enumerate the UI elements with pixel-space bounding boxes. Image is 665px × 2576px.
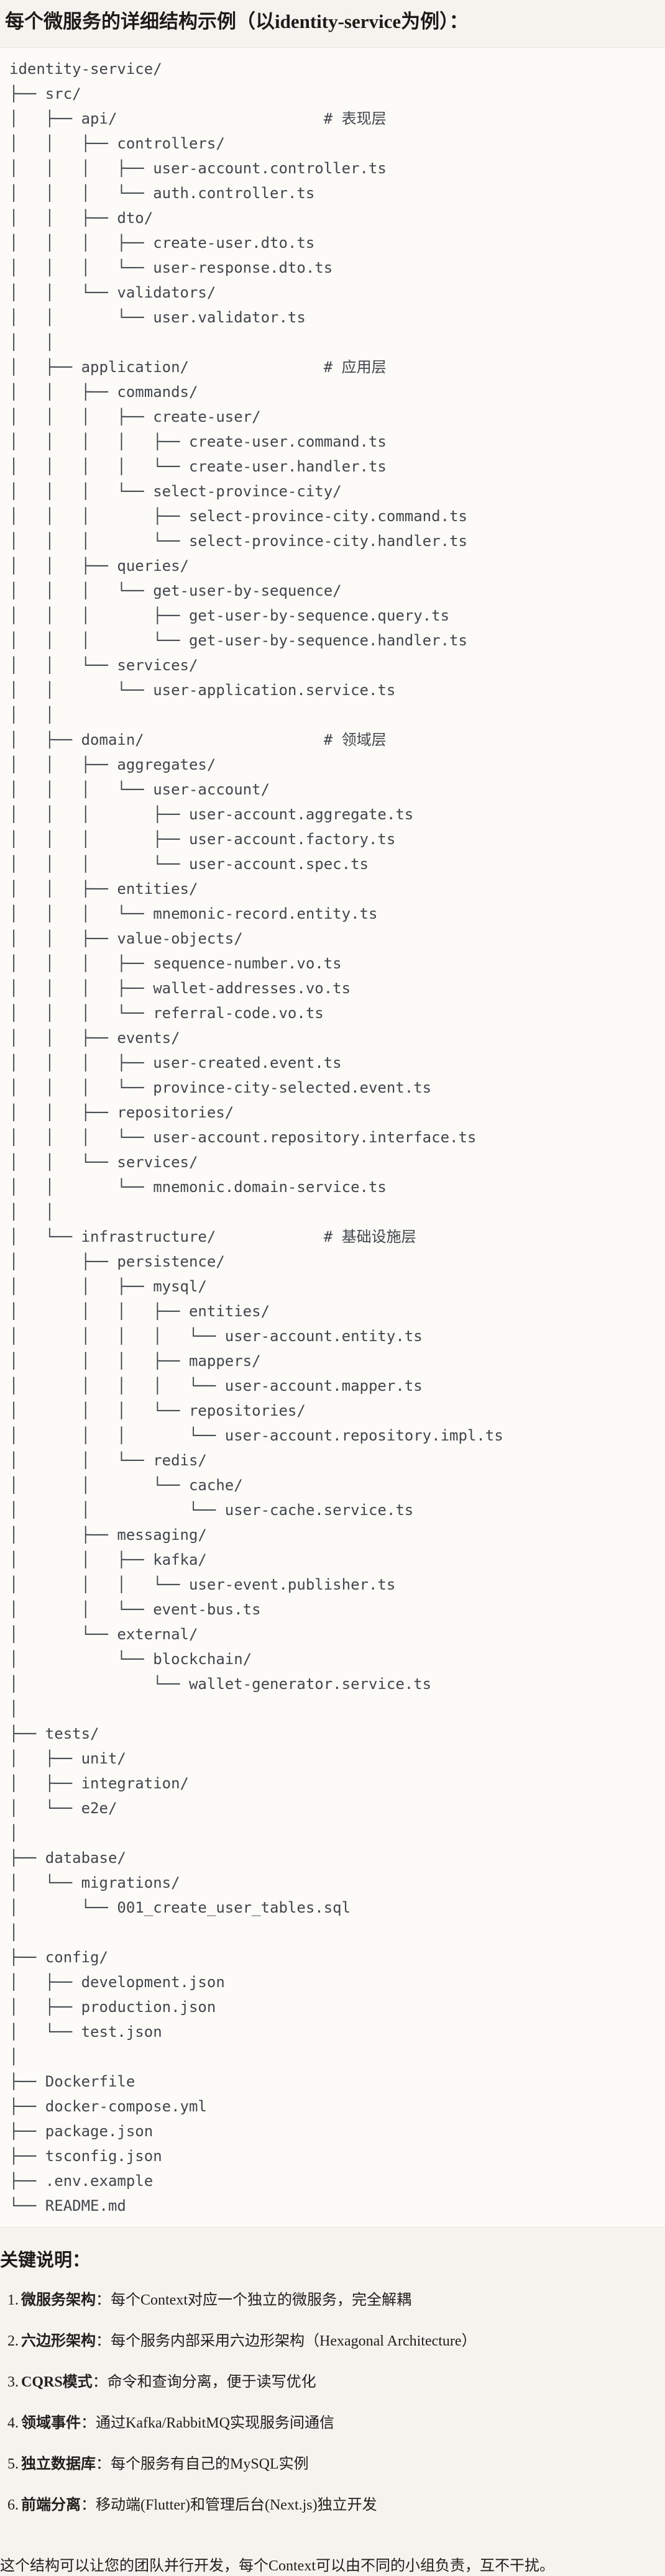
- page-title: 每个微服务的详细结构示例（以identity-service为例）：: [5, 11, 469, 32]
- item-number: 2.: [7, 2333, 19, 2349]
- directory-tree: identity-service/ ├── src/ │ ├── api/ # …: [9, 60, 503, 2214]
- key-notes-list: 1.微服务架构：每个Context对应一个独立的微服务，完全解耦 2.六边形架构…: [0, 2290, 659, 2515]
- item-number: 1.: [7, 2292, 19, 2308]
- item-description: ：通过Kafka/RabbitMQ实现服务间通信: [81, 2415, 334, 2431]
- item-label: 领域事件: [21, 2415, 81, 2431]
- item-description: ：每个Context对应一个独立的微服务，完全解耦: [96, 2292, 411, 2308]
- item-label: CQRS模式: [21, 2374, 93, 2390]
- key-notes-heading: 关键说明：: [0, 2251, 91, 2270]
- item-label: 前端分离: [21, 2497, 81, 2513]
- item-label: 微服务架构: [21, 2292, 96, 2308]
- item-number: 3.: [7, 2374, 19, 2390]
- item-description: ：每个服务有自己的MySQL实例: [96, 2456, 309, 2472]
- list-item: 5.独立数据库：每个服务有自己的MySQL实例: [7, 2454, 659, 2474]
- closing-paragraph: 这个结构可以让您的团队并行开发，每个Context可以由不同的小组负责，互不干扰…: [0, 2558, 554, 2574]
- item-label: 六边形架构: [21, 2333, 96, 2349]
- item-description: ：移动端(Flutter)和管理后台(Next.js)独立开发: [81, 2497, 377, 2513]
- item-number: 6.: [7, 2497, 19, 2513]
- list-item: 2.六边形架构：每个服务内部采用六边形架构（Hexagonal Architec…: [7, 2331, 659, 2351]
- list-item: 6.前端分离：移动端(Flutter)和管理后台(Next.js)独立开发: [7, 2495, 659, 2515]
- item-description: ：命令和查询分离，便于读写优化: [92, 2374, 316, 2390]
- key-notes-section: 关键说明： 1.微服务架构：每个Context对应一个独立的微服务，完全解耦 2…: [0, 2249, 665, 2576]
- item-number: 4.: [7, 2415, 19, 2431]
- list-item: 4.领域事件：通过Kafka/RabbitMQ实现服务间通信: [7, 2413, 659, 2433]
- code-block: identity-service/ ├── src/ │ ├── api/ # …: [0, 47, 665, 2228]
- list-item: 3.CQRS模式：命令和查询分离，便于读写优化: [7, 2372, 659, 2392]
- item-number: 5.: [7, 2456, 19, 2472]
- list-item: 1.微服务架构：每个Context对应一个独立的微服务，完全解耦: [7, 2290, 659, 2310]
- item-description: ：每个服务内部采用六边形架构（Hexagonal Architecture）: [96, 2333, 477, 2349]
- item-label: 独立数据库: [21, 2456, 96, 2472]
